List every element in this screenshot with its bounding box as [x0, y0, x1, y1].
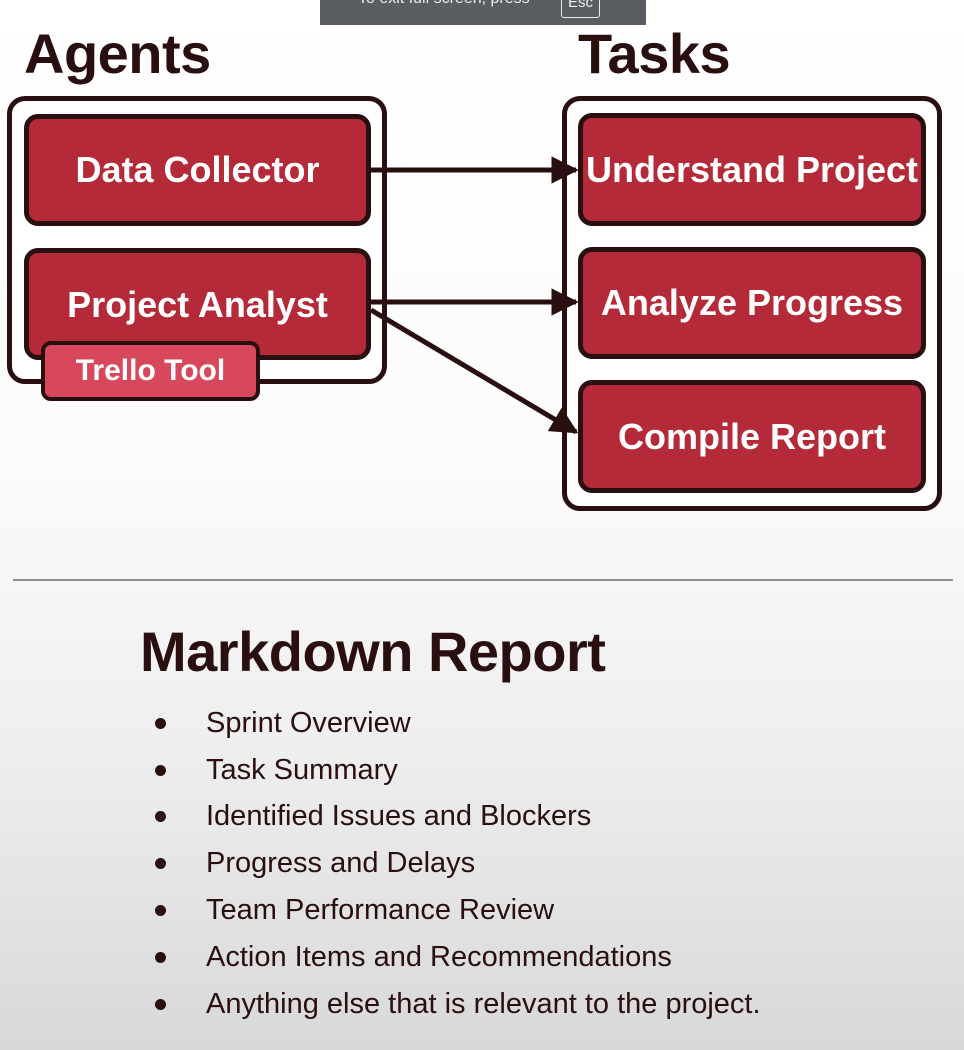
section-divider [13, 579, 953, 581]
esc-key-badge: Esc [561, 0, 601, 18]
list-item: Identified Issues and Blockers [155, 794, 761, 841]
list-item-label: Sprint Overview [206, 706, 411, 739]
list-item: Sprint Overview [155, 700, 761, 747]
bullet-icon [155, 951, 166, 963]
tasks-heading: Tasks [578, 22, 731, 85]
fullscreen-banner-text: To exit full screen, press [358, 0, 530, 8]
list-item: Action Items and Recommendations [155, 934, 761, 981]
report-items-list: Sprint Overview Task Summary Identified … [155, 700, 761, 1028]
list-item: Task Summary [155, 747, 761, 794]
task-understand-project: Understand Project [578, 113, 926, 226]
bullet-icon [155, 998, 166, 1010]
bullet-icon [155, 717, 166, 729]
fullscreen-banner: To exit full screen, press Esc [320, 0, 646, 25]
task-analyze-progress: Analyze Progress [578, 247, 926, 359]
task-compile-report: Compile Report [578, 380, 926, 493]
bullet-icon [155, 905, 166, 917]
list-item: Anything else that is relevant to the pr… [155, 981, 761, 1028]
bullet-icon [155, 764, 166, 776]
agent-data-collector: Data Collector [24, 114, 371, 226]
list-item-label: Anything else that is relevant to the pr… [206, 987, 761, 1020]
list-item-label: Team Performance Review [206, 894, 555, 927]
report-title: Markdown Report [140, 620, 606, 683]
list-item: Progress and Delays [155, 840, 761, 887]
list-item: Team Performance Review [155, 887, 761, 934]
list-item-label: Action Items and Recommendations [206, 940, 672, 973]
agents-heading: Agents [24, 22, 211, 85]
arrow-analyst-to-compile [369, 307, 579, 435]
bullet-icon [155, 811, 166, 823]
list-item-label: Identified Issues and Blockers [206, 800, 592, 833]
trello-tool-badge: Trello Tool [41, 341, 260, 401]
bullet-icon [155, 858, 166, 870]
list-item-label: Task Summary [206, 753, 398, 786]
list-item-label: Progress and Delays [206, 847, 476, 880]
